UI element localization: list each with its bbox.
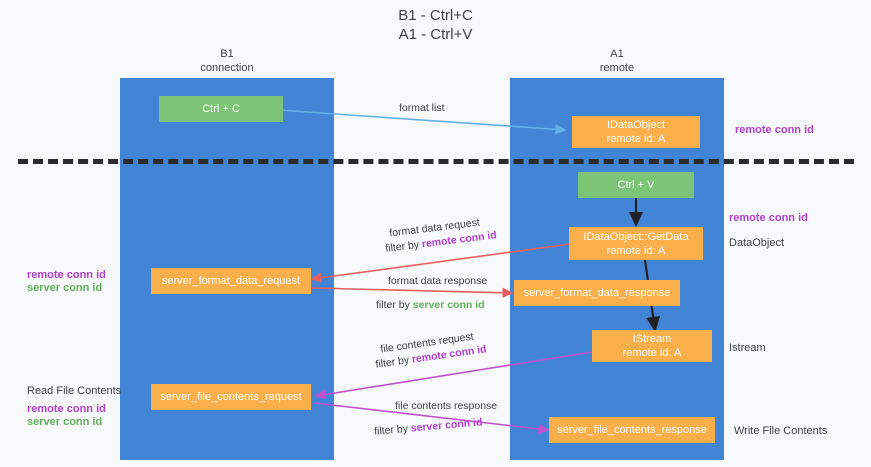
node-server-format-data-response[interactable]: server_format_data_response — [514, 280, 680, 306]
side-label-read-file-contents: Read File Contents — [27, 385, 122, 397]
node-idataobject-getdata[interactable]: IDataObject::GetData remote id: A — [569, 227, 703, 260]
node-idataobject-label: IDataObject — [606, 119, 666, 131]
lane-header-b1-sub: connection — [200, 62, 254, 74]
node-ctrl-v[interactable]: Ctrl + V — [578, 172, 694, 198]
edge-label-format-list: format list — [399, 102, 445, 114]
node-server-format-data-request[interactable]: server_format_data_request — [151, 268, 311, 294]
node-server-format-data-request-label: server_format_data_request — [161, 275, 301, 287]
page-title-line-2: A1 - Ctrl+V — [398, 26, 473, 43]
side-label-left-server-conn-id-bottom: server conn id — [27, 416, 103, 428]
side-label-remote-conn-id-top: remote conn id — [735, 124, 814, 136]
edge-label-filter-prefix-1: filter by — [384, 238, 423, 255]
edge-label-file-contents-response-filter: filter by server conn id — [374, 415, 483, 438]
lane-header-a1: A1 remote — [510, 47, 724, 75]
side-label-left-server-conn-id-mid: server conn id — [27, 282, 103, 294]
edge-label-file-contents-response: file contents response — [395, 400, 498, 412]
node-getdata-remote-id: remote id: A — [606, 244, 666, 257]
node-server-file-contents-response[interactable]: server_file_contents_response — [549, 417, 715, 443]
node-ctrl-v-label: Ctrl + V — [617, 179, 655, 191]
node-server-format-data-response-label: server_format_data_response — [523, 287, 671, 299]
edge-label-filter-prefix-4: filter by — [373, 422, 412, 438]
edge-label-format-data-response: format data response — [388, 275, 488, 287]
page-title-line-1: B1 - Ctrl+C — [398, 7, 473, 24]
lane-header-b1: B1 connection — [120, 47, 334, 75]
node-istream[interactable]: IStream remote id: A — [592, 330, 712, 362]
side-label-dataobject: DataObject — [729, 237, 785, 249]
node-server-file-contents-response-label: server_file_contents_response — [557, 424, 707, 436]
node-ctrl-c[interactable]: Ctrl + C — [159, 96, 283, 122]
page-title: B1 - Ctrl+C A1 - Ctrl+V — [0, 6, 871, 44]
node-getdata-label: IDataObject::GetData — [583, 230, 689, 243]
phase-separator — [18, 159, 854, 164]
node-idataobject[interactable]: IDataObject remote id: A — [572, 116, 700, 148]
node-ctrl-c-label: Ctrl + C — [202, 103, 240, 115]
edge-label-filter-prefix-2: filter by — [376, 299, 413, 311]
edge-label-filter-prefix-3: filter by — [374, 353, 413, 371]
edge-label-filter-key-2: server conn id — [412, 299, 485, 311]
node-idataobject-remote-id: remote id: A — [606, 133, 666, 145]
lane-header-b1-name: B1 — [220, 48, 234, 60]
side-label-istream: Istream — [729, 342, 766, 354]
edge-label-filter-key-4: server conn id — [410, 416, 483, 435]
node-server-file-contents-request[interactable]: server_file_contents_request — [151, 384, 311, 410]
node-istream-label: IStream — [632, 333, 672, 345]
node-istream-remote-id: remote id: A — [622, 347, 682, 359]
side-label-write-file-contents: Write File Contents — [734, 425, 828, 437]
lane-header-a1-name: A1 — [610, 48, 624, 60]
side-label-left-remote-conn-id-mid: remote conn id — [27, 269, 106, 281]
side-label-remote-conn-id-mid: remote conn id — [729, 212, 808, 224]
lane-header-a1-sub: remote — [599, 62, 635, 74]
edge-label-format-data-response-filter: filter by server conn id — [376, 298, 485, 312]
node-server-file-contents-request-label: server_file_contents_request — [160, 391, 302, 403]
side-label-left-remote-conn-id-bottom: remote conn id — [27, 403, 106, 415]
